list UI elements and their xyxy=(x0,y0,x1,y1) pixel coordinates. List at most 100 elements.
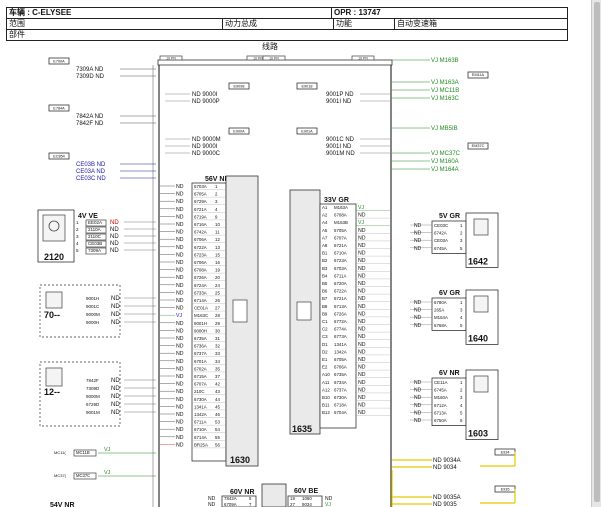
pin-color: ND xyxy=(358,304,366,310)
pin-wire: 6709A xyxy=(224,502,237,507)
vertical-scrollbar[interactable] xyxy=(591,0,601,507)
pin-position: B4 xyxy=(322,273,328,278)
pin-wire: 6711A xyxy=(334,273,346,278)
pin-wire: 7309A xyxy=(88,248,101,253)
pin-color: ND xyxy=(414,308,422,314)
pin-position: A7 xyxy=(322,235,328,240)
pin-number: 5 xyxy=(460,410,463,415)
connector-1635-pins xyxy=(319,203,357,429)
pin-wire: 7309D xyxy=(86,386,100,391)
pin-color: ND xyxy=(358,228,366,234)
header-table: 车辆 : C-ELYSEE OPR : 13747 范围 动力总成 功能 自动变… xyxy=(6,7,568,41)
pin-color: ND xyxy=(176,184,184,190)
connector-1640-pins xyxy=(431,297,467,331)
pin-color: ND xyxy=(110,234,119,240)
pin-number: 56 xyxy=(215,442,220,447)
pin-wire: 6713A xyxy=(434,410,447,415)
pin-number: 2 xyxy=(460,231,463,236)
pin-number: 4 xyxy=(460,315,463,320)
wire-label: 9001M ND xyxy=(326,151,355,157)
pin-color: ND xyxy=(358,357,366,363)
pin-wire: 9001C xyxy=(86,304,100,309)
pin-number: 10 xyxy=(215,222,220,227)
pin-wire: 6733A xyxy=(194,290,207,295)
pin-wire: 6708A xyxy=(194,268,207,273)
pin-wire: CE03C xyxy=(434,223,448,228)
pin-color: ND xyxy=(176,268,184,274)
pin-wire: 6702A xyxy=(194,366,207,371)
pin-number: 42 xyxy=(215,382,220,387)
pin-wire: 6724A xyxy=(194,283,207,288)
pin-color: VJ xyxy=(104,470,111,476)
connector-tag-id: E700A xyxy=(53,60,65,64)
pin-wire: 6713A xyxy=(334,304,347,309)
wire-label: 7842A ND xyxy=(76,114,104,120)
function-value: 自动变速箱 xyxy=(397,19,437,28)
pin-number: 1 xyxy=(460,223,463,228)
wire-label: ND 9000I xyxy=(192,144,218,150)
pin-position: A2 xyxy=(322,213,328,218)
pin-number: 29 xyxy=(215,321,220,326)
wire-label: VJ M163C xyxy=(431,96,460,102)
pin-number: 45 xyxy=(215,404,220,409)
pin-color: ND xyxy=(358,387,366,393)
pin-wire: 6773A xyxy=(334,334,347,339)
pin-color: ND xyxy=(358,372,366,378)
wire-label: ND 9034 xyxy=(433,465,457,471)
connector-1642-pins xyxy=(431,220,467,254)
pin-color: ND xyxy=(208,496,216,502)
pin-color: ND xyxy=(358,266,366,272)
pin-wire: CE01A xyxy=(194,306,208,311)
pin-color: ND xyxy=(176,420,184,426)
scrollbar-thumb[interactable] xyxy=(594,2,600,502)
pin-wire: 6705A xyxy=(194,192,207,197)
pin-number: 2 xyxy=(76,227,79,232)
pin-number: 5 xyxy=(460,323,463,328)
top-tab-label: 10 PR xyxy=(358,57,368,61)
pin-color: ND xyxy=(176,359,184,365)
pin-wire: 6718A xyxy=(334,403,347,408)
pin-number: 2 xyxy=(215,192,218,197)
pin-wire: 9000M xyxy=(86,312,100,317)
pin-wire: 6714A xyxy=(194,298,207,303)
pin-box xyxy=(85,240,107,248)
pin-number: 53 xyxy=(215,420,220,425)
pin-color: ND xyxy=(111,394,120,400)
pin-position: B5 xyxy=(322,281,328,286)
pin-number: 43 xyxy=(215,389,220,394)
pin-color: VJ xyxy=(176,313,182,319)
connector-tag xyxy=(48,57,70,65)
pin-wire: 210C xyxy=(194,389,205,394)
pin-wire: 1341A xyxy=(194,404,207,409)
top-tab-label: 10 PR xyxy=(253,57,263,61)
connector-title: 5V GR xyxy=(439,213,460,220)
connector-number: 1635 xyxy=(292,424,312,434)
connector-title: 54V NR xyxy=(50,502,75,507)
pin-wire: 6735A xyxy=(194,336,207,341)
pin-wire: BR25A xyxy=(194,442,208,447)
connector-number: 1640 xyxy=(468,333,488,343)
connector-title: 33V GR xyxy=(324,197,349,204)
pin-color: ND xyxy=(176,275,184,281)
wire-label: 7842F ND xyxy=(76,121,104,127)
pin-number: 30 xyxy=(215,328,220,333)
pin-wire: 6734A xyxy=(334,380,347,385)
connector-tag xyxy=(296,82,318,90)
connector-number: 1642 xyxy=(468,256,488,266)
pin-wire: 6706A xyxy=(194,260,207,265)
pin-color: ND xyxy=(176,260,184,266)
wire-label: ND 9000M xyxy=(192,137,221,143)
connector-tag-id: E900A xyxy=(233,130,245,134)
pin-color: ND xyxy=(176,214,184,220)
pin-color: ND xyxy=(208,502,216,507)
pin-wire: M164A xyxy=(434,315,448,320)
pin-wire: M160A xyxy=(434,395,448,400)
connector-tag xyxy=(228,82,250,90)
component-12-frame xyxy=(39,361,121,427)
pin-color: VJ xyxy=(325,502,331,507)
pin-wire: 6780A xyxy=(434,300,447,305)
pin-color: ND xyxy=(414,231,422,237)
pin-position: B6 xyxy=(322,289,328,294)
pin-wire: 1060 xyxy=(302,496,312,501)
pin-color: ND xyxy=(111,410,120,416)
